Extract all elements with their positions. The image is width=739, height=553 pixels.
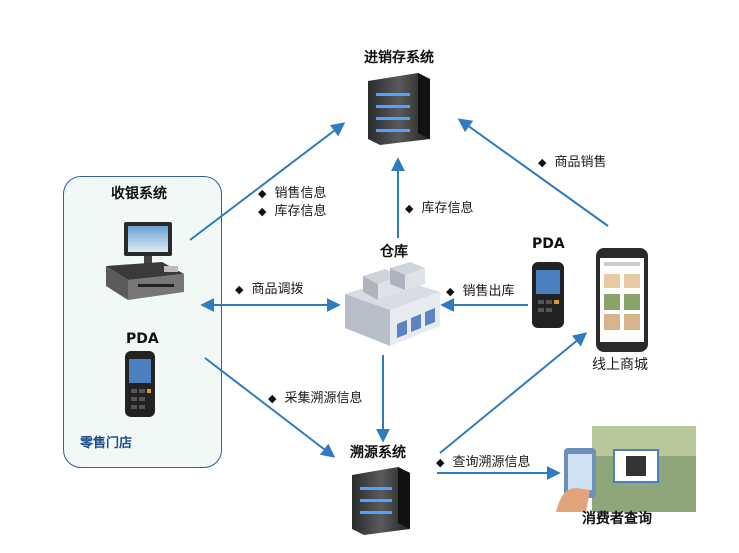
server-icon (352, 467, 410, 535)
edge-label-sales-info: 销售信息 (258, 186, 326, 202)
warehouse-icon (345, 262, 440, 346)
node-retail-store: 零售门店 (80, 436, 133, 451)
arrows (189, 118, 609, 480)
pos-terminal-icon (106, 222, 184, 300)
node-pda-warehouse: PDA (532, 236, 565, 252)
node-cashier-system: 收银系统 (111, 186, 167, 202)
node-trace-system: 溯源系统 (350, 445, 406, 461)
edge-label-warehouse-stock-info: 库存信息 (405, 201, 473, 217)
arrow-trace-to-mall (439, 332, 588, 454)
edge-label-sales-outbound: 销售出库 (446, 284, 514, 300)
server-icon (368, 73, 430, 145)
smartphone-icon (596, 248, 648, 352)
edge-label-query-trace-info: 查询溯源信息 (436, 455, 530, 471)
arrow-mall-to-inventory (457, 118, 609, 227)
edge-label-product-sales: 商品销售 (538, 155, 606, 171)
node-warehouse: 仓库 (380, 244, 408, 260)
arrow-store-to-trace (204, 357, 336, 458)
pda-icon (532, 262, 564, 328)
node-online-mall: 线上商城 (592, 357, 648, 373)
node-consumer-query: 消费者查询 (582, 511, 652, 527)
consumer-scan-icon (556, 426, 696, 512)
pda-icon (125, 351, 155, 417)
node-pda-store: PDA (126, 331, 159, 347)
arrow-cashier-to-inventory (189, 122, 346, 241)
edge-label-stock-info: 库存信息 (258, 204, 326, 220)
edge-label-collect-trace-info: 采集溯源信息 (268, 391, 362, 407)
edge-label-product-transfer: 商品调拨 (235, 282, 303, 298)
node-inventory-system: 进销存系统 (364, 50, 434, 66)
